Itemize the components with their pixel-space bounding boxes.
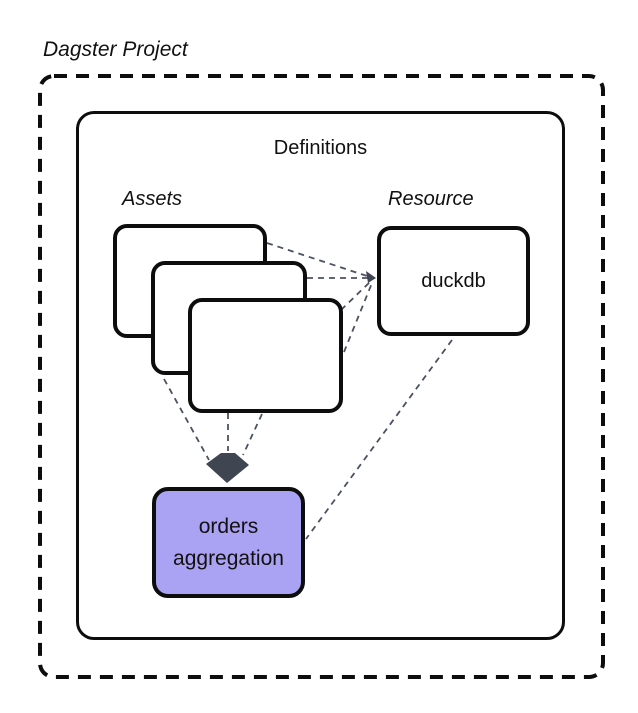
assets-group-label: Assets — [122, 188, 183, 210]
duckdb-resource-box: duckdb — [377, 226, 530, 336]
definitions-label: Definitions — [273, 137, 368, 159]
definitions-box — [76, 111, 565, 640]
asset-card — [188, 298, 343, 413]
resource-group-label: Resource — [388, 188, 474, 210]
dagster-project-label: Dagster Project — [43, 38, 188, 61]
orders-aggregation-label: orders aggregation — [173, 515, 284, 570]
duckdb-resource-label: duckdb — [421, 269, 486, 292]
orders-aggregation-box: orders aggregation — [152, 487, 305, 598]
